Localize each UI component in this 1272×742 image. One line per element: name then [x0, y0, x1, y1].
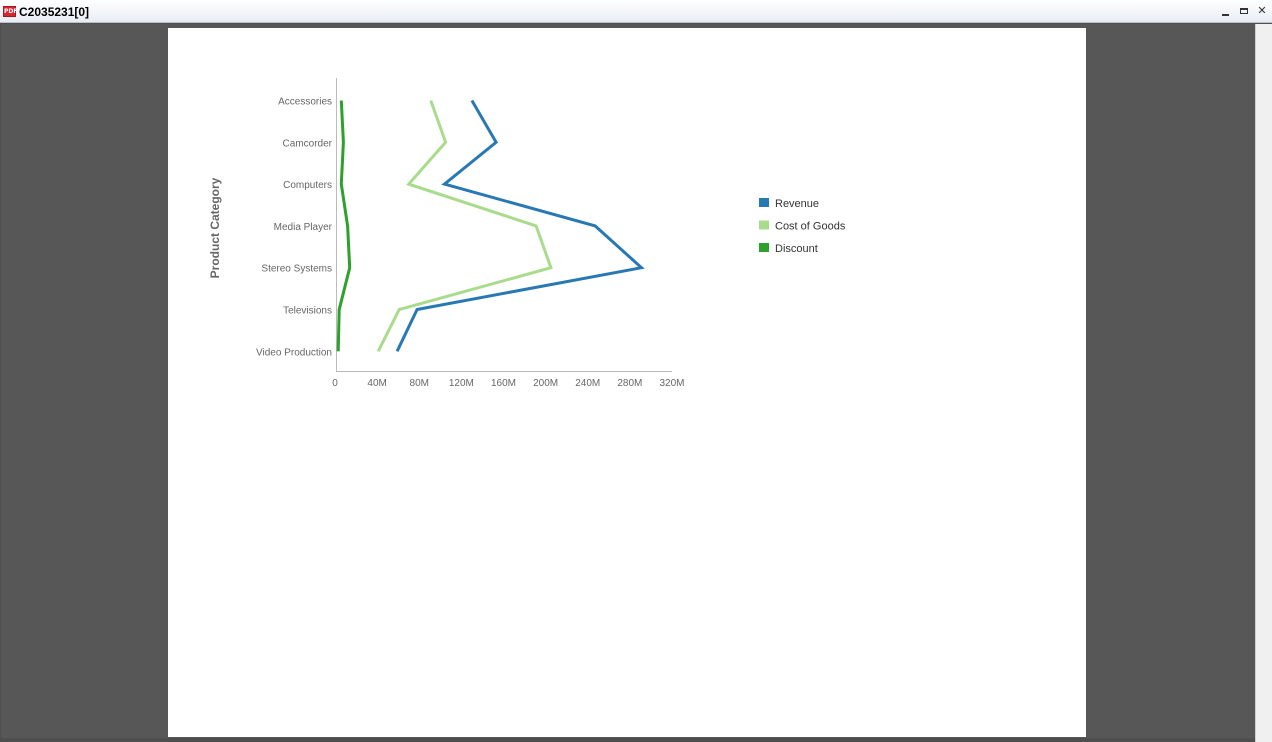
category-label: Media Player [274, 222, 333, 233]
x-tick-label: 40M [367, 378, 386, 389]
legend-label: Discount [775, 243, 818, 255]
x-tick-label: 160M [491, 378, 516, 389]
series-line-2 [336, 100, 352, 352]
close-icon: ✕ [1257, 4, 1267, 17]
minimize-icon [1222, 14, 1229, 16]
legend-swatch [759, 198, 769, 207]
vertical-scrollbar[interactable] [1255, 24, 1272, 742]
legend-label: Revenue [775, 198, 819, 210]
x-tick-label: 240M [575, 378, 600, 389]
legend-label: Cost of Goods [775, 221, 846, 233]
x-tick-labels: 0 40M 80M 120M 160M 200M 240M 280M 320M [332, 378, 684, 389]
line-chart: Product Category AccessoriesCamcorderCom… [208, 78, 846, 389]
restore-button[interactable] [1236, 3, 1252, 19]
x-tick-label: 200M [533, 378, 558, 389]
y-axis-title: Product Category [208, 177, 222, 278]
category-label: Accessories [278, 97, 332, 108]
legend-swatch [759, 220, 769, 230]
x-tick-label: 320M [659, 378, 684, 389]
series-line-0 [395, 99, 645, 352]
restore-icon [1240, 8, 1248, 14]
window-titlebar: PDF C2035231[0] ✕ [0, 0, 1272, 23]
window-title: C2035231[0] [19, 5, 90, 19]
chart-axes [336, 78, 672, 372]
x-tick-label: 120M [449, 378, 474, 389]
close-button[interactable]: ✕ [1254, 3, 1270, 19]
x-tick-label: 280M [617, 378, 642, 389]
category-label: Televisions [283, 306, 332, 317]
category-label: Video Production [256, 347, 332, 358]
pdf-document-icon: PDF [3, 6, 18, 17]
series-lines [336, 99, 645, 352]
x-tick-label: 0 [332, 378, 338, 389]
series-line-1 [376, 99, 553, 352]
category-label: Computers [283, 180, 332, 191]
minimize-button[interactable] [1218, 3, 1234, 19]
legend-swatch [759, 243, 769, 252]
category-label: Camcorder [283, 138, 333, 149]
category-label: Stereo Systems [261, 264, 332, 275]
x-tick-label: 80M [410, 378, 429, 389]
